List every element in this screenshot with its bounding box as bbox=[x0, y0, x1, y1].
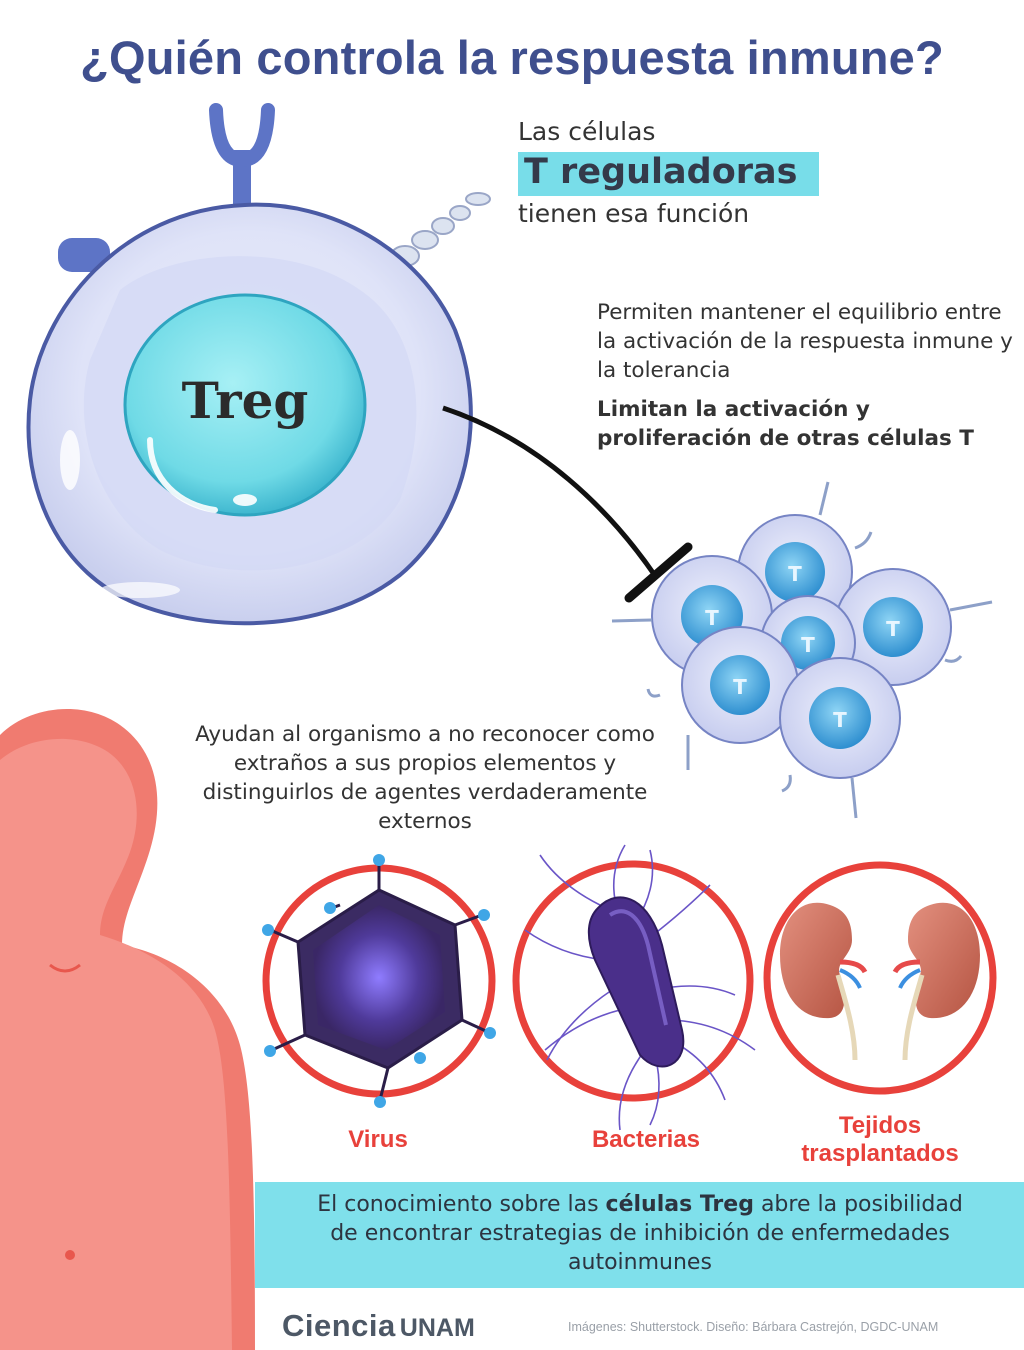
paragraph-equilibrium: Permiten mantener el equilibrio entre la… bbox=[597, 300, 1013, 383]
intro-line: tienen esa función bbox=[518, 199, 750, 228]
conclusion-text-bold: células Treg bbox=[605, 1192, 754, 1217]
paragraph-limit: Limitan la activación y proliferación de… bbox=[597, 397, 974, 451]
t-cell: T bbox=[779, 657, 901, 779]
intro-block: Las células T reguladoras tienen esa fun… bbox=[518, 116, 938, 230]
logo-unam: UNAM bbox=[399, 1314, 475, 1342]
receptor-icon bbox=[209, 103, 275, 220]
svg-text:T: T bbox=[733, 675, 747, 699]
conclusion-text: El conocimiento sobre las células Treg a… bbox=[300, 1190, 980, 1277]
t-cell: T bbox=[834, 568, 952, 686]
inhibition-bar bbox=[624, 542, 693, 603]
conclusion-banner bbox=[255, 1182, 1024, 1288]
page-title: ¿Quién controla la respuesta inmune? bbox=[80, 31, 944, 84]
chain-receptor-icon bbox=[390, 192, 491, 267]
svg-text:T: T bbox=[833, 708, 847, 732]
t-cell-cluster: T T T T T T bbox=[611, 481, 993, 819]
paragraph-self-recognition: Ayudan al organismo a no reconocer como … bbox=[195, 722, 655, 834]
kidney-icon bbox=[780, 902, 868, 1061]
intro-line: Las células bbox=[518, 117, 656, 146]
label-transplanted-tissue: Tejidos trasplantados bbox=[801, 1112, 959, 1167]
human-silhouette bbox=[0, 708, 255, 1350]
treg-nucleus bbox=[123, 293, 367, 517]
conclusion-text-pre: El conocimiento sobre las bbox=[317, 1192, 606, 1217]
treg-label: Treg bbox=[182, 371, 309, 430]
label-virus: Virus bbox=[348, 1126, 408, 1153]
t-cell: T bbox=[681, 626, 799, 744]
membrane-protein-icon bbox=[58, 238, 110, 272]
image-credit: Imágenes: Shutterstock. Diseño: Bárbara … bbox=[568, 1320, 939, 1334]
svg-text:T: T bbox=[801, 633, 815, 657]
svg-text:T: T bbox=[788, 562, 802, 586]
label-bacteria: Bacterias bbox=[591, 1126, 701, 1153]
bacteria-icon bbox=[524, 844, 756, 1131]
conclusion-text-post: abre la posibilidad de encontrar estrate… bbox=[330, 1192, 963, 1275]
svg-text:T: T bbox=[705, 606, 719, 630]
kidney-icon bbox=[892, 902, 980, 1061]
virus-icon bbox=[262, 854, 496, 1108]
intro-highlight: T reguladoras bbox=[518, 152, 820, 196]
inhibition-line bbox=[442, 405, 659, 579]
svg-text:T: T bbox=[886, 617, 900, 641]
logo-ciencia: Ciencia bbox=[282, 1308, 396, 1343]
